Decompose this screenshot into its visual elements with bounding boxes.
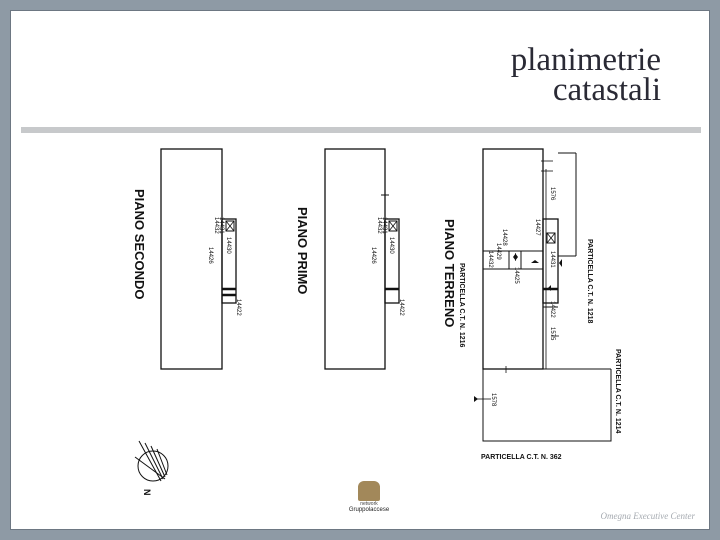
dimension-label: 1576 [549,187,555,201]
unit-label: 14425 [513,267,519,284]
unit-label: 14432 [487,251,493,268]
parcel-label-1216: PARTICELLA C.T. N. 1216 [458,263,465,348]
unit-label: 14422 [235,299,241,316]
footer-text: Omegna Executive Center [600,511,695,521]
slide-title: planimetrie catastali [510,42,661,108]
unit-label: 14431 [218,217,224,234]
north-arrow-icon [134,440,169,482]
unit-label: 14426 [370,247,376,264]
unit-label: 14432 [376,217,382,234]
unit-label: 14430 [388,237,394,254]
dimension-label: 1578 [490,393,496,407]
cadastral-floor-plan: PIANO SECONDO PIANO PRIMO PIANO TERRENO … [132,148,621,496]
stair-block-primo [384,218,400,304]
parcel-label-1214: PARTICELLA C.T. N. 1214 [614,349,621,434]
logo-group-text: Gruppolaccese [348,507,390,513]
stair-block-terreno [542,218,559,304]
unit-label: 14428 [501,229,507,246]
floor-label-primo: PIANO PRIMO [295,207,310,294]
unit-label: 14427 [534,219,540,236]
floor-label-terreno: PIANO TERRENO [442,219,457,327]
title-line-1: planimetrie [510,42,661,78]
stair-block-secondo [221,218,237,304]
unit-label: 14422 [398,299,404,316]
floor-label-secondo: PIANO SECONDO [132,189,147,300]
unit-label: 14431 [381,217,387,234]
unit-label: 14431 [549,251,555,268]
unit-label: 14432 [213,217,219,234]
parcel-label-362: PARTICELLA C.T. N. 362 [481,454,562,461]
dimension-label: 1575 [549,327,555,341]
gruppolaccese-logo: network Gruppolaccese [345,481,393,521]
logo-mark-icon [358,481,380,501]
title-divider [21,127,701,133]
parcel-label-1218: PARTICELLA C.T. N. 1218 [586,239,593,324]
title-line-2: catastali [552,72,661,108]
north-label: N [142,489,152,496]
unit-label: 14426 [207,247,213,264]
unit-label: 14429 [495,243,501,260]
logo-network-text: network [360,501,378,507]
slide: planimetrie catastali [10,10,710,530]
unit-label: 14430 [225,237,231,254]
unit-label: 14422 [549,301,555,318]
